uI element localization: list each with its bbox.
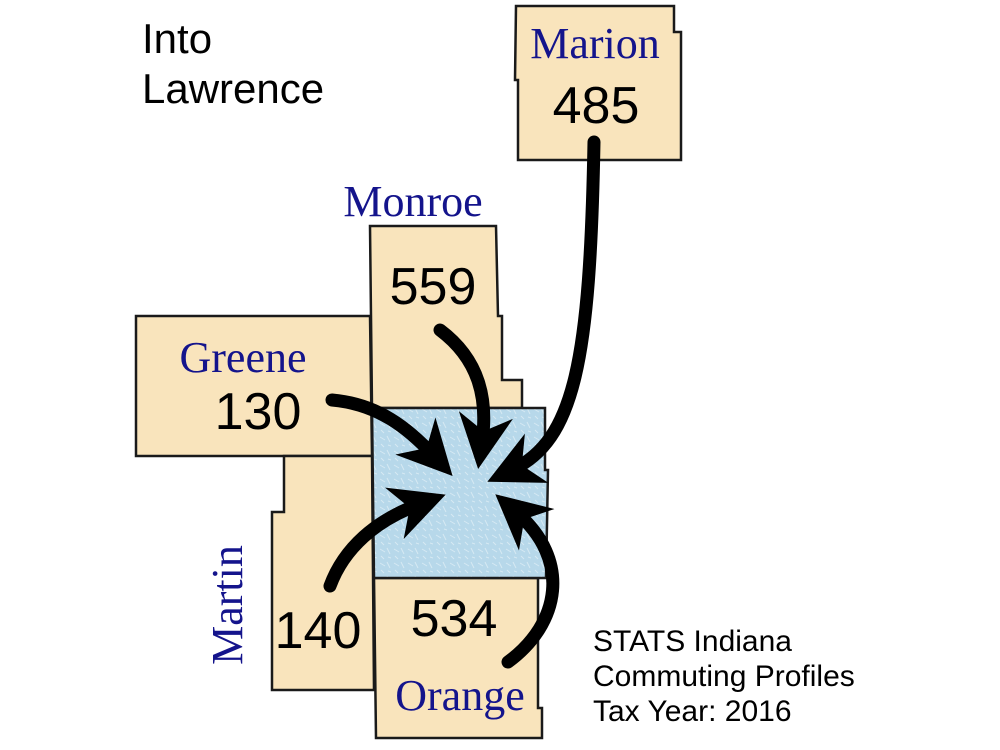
county-lawrence-shape bbox=[370, 406, 550, 580]
label-marion-name: Marion bbox=[530, 19, 660, 68]
county-monroe[interactable] bbox=[368, 224, 524, 410]
arrow-monroe bbox=[433, 323, 513, 470]
flow-arrows bbox=[323, 135, 601, 669]
source-line-3: Tax Year: 2016 bbox=[593, 695, 792, 728]
map-title: Into Lawrence bbox=[142, 14, 324, 114]
arrow-marion bbox=[487, 135, 601, 483]
source-line-2: Commuting Profiles bbox=[593, 660, 855, 693]
arrow-orange bbox=[495, 494, 560, 669]
source-line-1: STATS Indiana bbox=[593, 625, 792, 658]
label-greene-count: 130 bbox=[215, 383, 302, 441]
label-monroe-count: 559 bbox=[390, 258, 477, 316]
title-line-1: Into bbox=[142, 15, 213, 62]
label-marion-count: 485 bbox=[553, 77, 640, 135]
source-note: STATS Indiana Commuting Profiles Tax Yea… bbox=[593, 624, 855, 729]
label-orange-name: Orange bbox=[395, 671, 525, 720]
county-marion[interactable] bbox=[513, 4, 683, 162]
label-martin-name: Martin bbox=[203, 545, 252, 665]
county-lawrence[interactable] bbox=[370, 406, 550, 580]
county-monroe-shape bbox=[368, 224, 524, 410]
title-line-2: Lawrence bbox=[142, 65, 325, 112]
label-monroe-name: Monroe bbox=[343, 177, 482, 226]
arrow-martin bbox=[323, 487, 446, 593]
label-martin-count: 140 bbox=[275, 602, 362, 660]
label-orange-count: 534 bbox=[411, 590, 498, 648]
county-marion-shape bbox=[513, 4, 683, 162]
label-greene-name: Greene bbox=[179, 333, 306, 382]
arrow-greene bbox=[325, 393, 453, 477]
